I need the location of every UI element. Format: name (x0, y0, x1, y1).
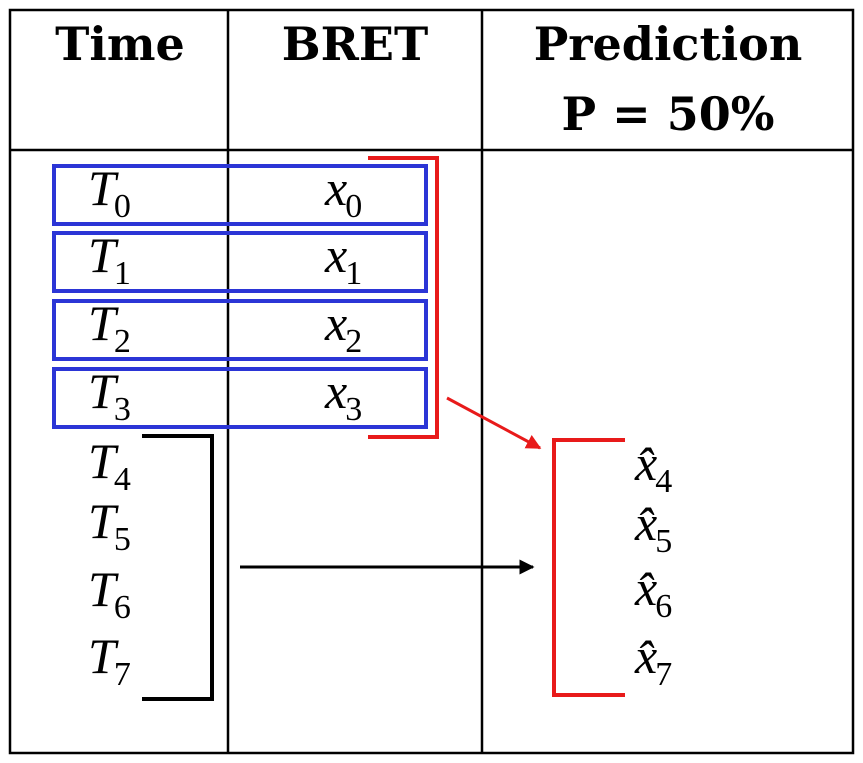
bret-value-0: x0 (324, 160, 362, 225)
input-bracket (368, 156, 439, 439)
prediction-value-1-base: x̂ (634, 495, 657, 551)
time-label-7-base: T (88, 628, 119, 684)
time-label-4-subscript: 4 (114, 461, 131, 498)
prediction-labels: x̂4x̂5x̂6x̂7 (634, 435, 672, 693)
time-label-4: T4 (88, 433, 131, 498)
bret-value-3: x3 (324, 363, 362, 428)
prediction-value-3-subscript: 7 (655, 656, 672, 693)
time-label-7: T7 (88, 628, 131, 693)
time-label-4-base: T (88, 433, 119, 489)
prediction-value-1: x̂5 (634, 495, 672, 560)
time-label-3-base: T (88, 363, 119, 419)
time-label-6: T6 (88, 561, 131, 626)
bret-value-0-base: x (324, 160, 347, 216)
time-label-7-subscript: 7 (114, 656, 131, 693)
output-bracket (552, 438, 625, 697)
prediction-value-1-subscript: 5 (655, 523, 672, 560)
bret-value-1-subscript: 1 (345, 255, 362, 292)
bret-value-1: x1 (324, 227, 362, 292)
bret-value-1-base: x (324, 227, 347, 283)
prediction-value-0: x̂4 (634, 435, 672, 500)
header-prediction-p: P = 50% (562, 87, 775, 141)
input-arrow (446, 396, 542, 450)
prediction-value-3-base: x̂ (634, 628, 657, 684)
time-label-3-subscript: 3 (114, 391, 131, 428)
time-label-2-base: T (88, 295, 119, 351)
observed-box-3 (52, 367, 428, 429)
time-label-0-base: T (88, 160, 119, 216)
header-prediction: Prediction (534, 17, 803, 71)
time-label-2: T2 (88, 295, 131, 360)
prediction-value-2-subscript: 6 (655, 588, 672, 625)
header-time: Time (55, 17, 185, 71)
time-label-6-subscript: 6 (114, 589, 131, 626)
bret-value-2-base: x (324, 295, 347, 351)
time-label-3: T3 (88, 363, 131, 428)
table-border (8, 8, 855, 755)
table-grid (8, 8, 855, 755)
time-label-1-subscript: 1 (114, 255, 131, 292)
time-label-2-subscript: 2 (114, 323, 131, 360)
observed-box-0 (52, 164, 428, 226)
time-label-1-base: T (88, 227, 119, 283)
prediction-value-2: x̂6 (634, 560, 672, 625)
header-bret: BRET (282, 17, 428, 71)
prediction-value-0-base: x̂ (634, 435, 657, 491)
time-label-0: T0 (88, 160, 131, 225)
bret-value-0-subscript: 0 (345, 188, 362, 225)
future-bracket (142, 434, 214, 701)
bret-value-3-base: x (324, 363, 347, 419)
time-label-5-subscript: 5 (114, 521, 131, 558)
bret-value-2-subscript: 2 (345, 323, 362, 360)
time-label-0-subscript: 0 (114, 188, 131, 225)
time-label-5-base: T (88, 493, 119, 549)
prediction-value-2-base: x̂ (634, 560, 657, 616)
observed-boxes (52, 164, 428, 429)
time-label-5: T5 (88, 493, 131, 558)
prediction-value-0-subscript: 4 (655, 463, 672, 500)
observed-box-2 (52, 299, 428, 361)
prediction-value-3: x̂7 (634, 628, 672, 693)
bret-value-3-subscript: 3 (345, 391, 362, 428)
time-label-1: T1 (88, 227, 131, 292)
time-label-6-base: T (88, 561, 119, 617)
observed-box-1 (52, 231, 428, 293)
bret-value-2: x2 (324, 295, 362, 360)
